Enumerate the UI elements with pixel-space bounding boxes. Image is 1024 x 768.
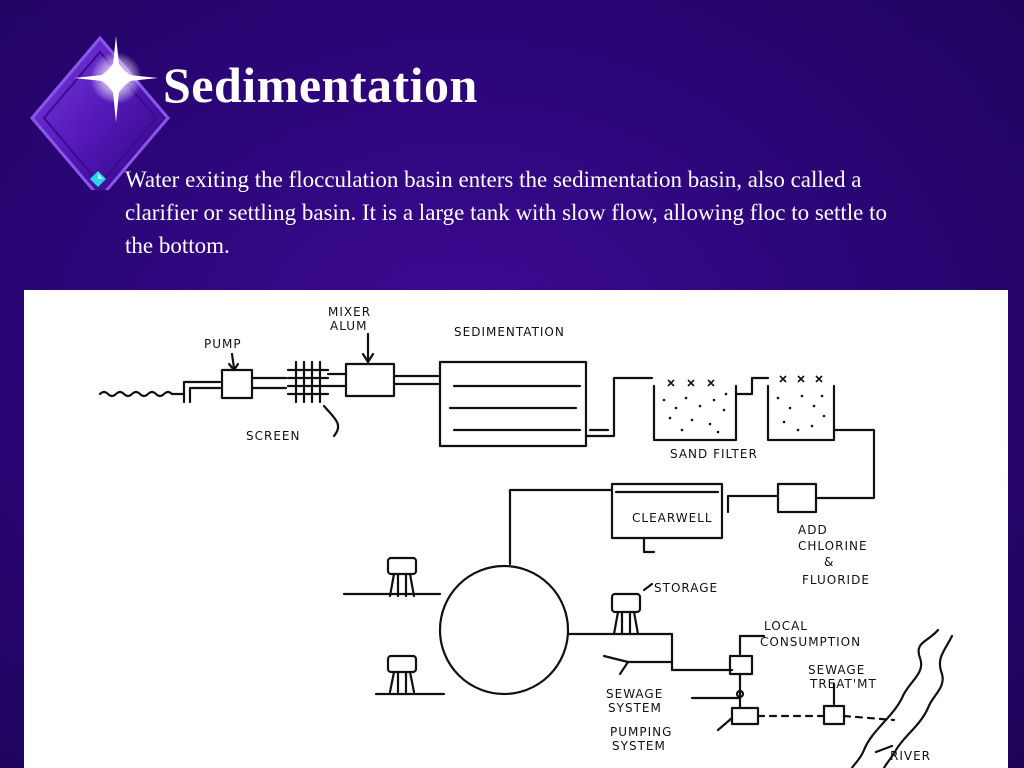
label-local: LOCAL (764, 619, 808, 633)
label-clearwell: CLEARWELL (632, 511, 713, 525)
label-pump: PUMP (204, 337, 242, 351)
slide-title: Sedimentation (163, 57, 478, 113)
sand-filter-left (652, 384, 738, 442)
label-sedimentation: SEDIMENTATION (454, 325, 565, 339)
label-river: RIVER (890, 749, 931, 763)
label-chlorine: CHLORINE (798, 539, 868, 553)
label-ampersand: & (824, 555, 834, 569)
mixer-box (344, 362, 396, 398)
label-alum: ALUM (330, 319, 367, 333)
screen-grid (286, 360, 330, 404)
sedimentation-tank (438, 360, 588, 448)
label-mixer: MIXER (328, 305, 371, 319)
bullet-item: Water exiting the flocculation basin ent… (90, 163, 920, 262)
storage-sphere (438, 564, 570, 696)
label-add: ADD (798, 523, 828, 537)
water-intake (98, 390, 174, 398)
label-pumping-system-1: PUMPING (610, 725, 672, 739)
label-sewage-treat-2: TREAT'MT (809, 677, 877, 691)
pump-box (220, 368, 254, 400)
label-sewage-system-2: SYSTEM (608, 701, 662, 715)
sand-filter-right (766, 384, 836, 442)
diamond-bullet-icon (90, 171, 106, 187)
label-pumping-system-2: SYSTEM (612, 739, 666, 753)
bullet-text: Water exiting the flocculation basin ent… (125, 167, 888, 258)
water-treatment-diagram: PUMP MIXER ALUM SEDIMENTATION SCREEN SAN… (24, 290, 1008, 768)
label-sand-filter: SAND FILTER (670, 447, 758, 461)
label-sewage-system-1: SEWAGE (606, 687, 663, 701)
label-consumption: CONSUMPTION (760, 635, 861, 649)
river (850, 628, 940, 768)
label-storage: STORAGE (654, 581, 718, 595)
clearwell-tank (610, 482, 724, 540)
label-sewage-treat-1: SEWAGE (808, 663, 865, 677)
chlorine-fluoride-box (776, 482, 818, 514)
label-screen: SCREEN (246, 429, 300, 443)
label-fluoride: FLUORIDE (802, 573, 870, 587)
